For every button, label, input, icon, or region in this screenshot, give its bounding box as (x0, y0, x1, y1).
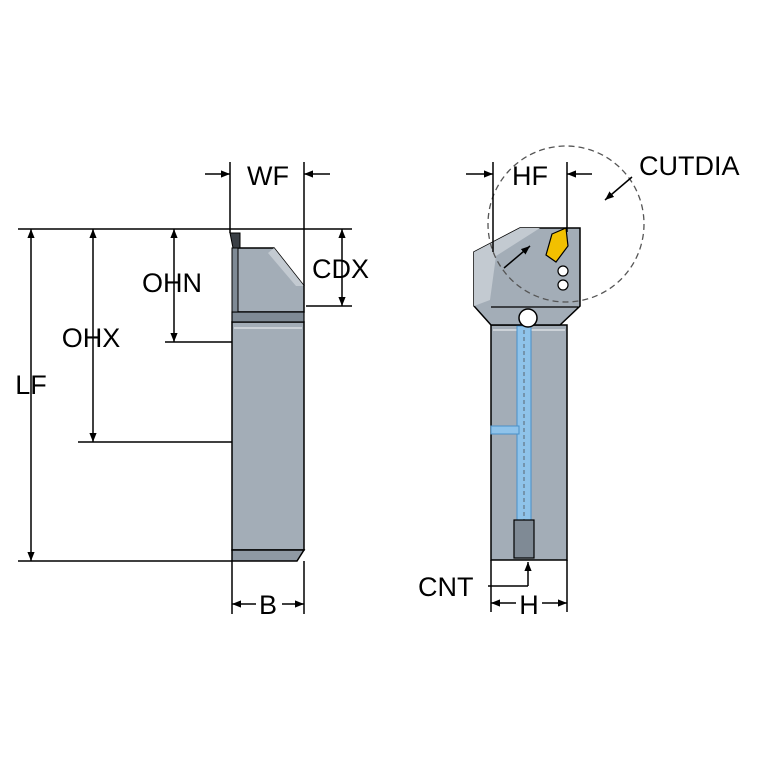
side-shank (231, 321, 305, 551)
front-view: CUTDIA HF H CNT (418, 145, 740, 620)
hf-label: HF (512, 161, 548, 191)
side-head-chamfer (268, 248, 304, 286)
insert-hole-upper (557, 265, 569, 277)
side-shank-bevel (231, 549, 306, 562)
side-view: WF CDX OHN OHX LF B (15, 161, 369, 620)
coolant-plug (513, 519, 535, 559)
side-head-groove (231, 311, 305, 323)
coolant-branch (490, 425, 520, 435)
insert-hole-lower (557, 279, 569, 291)
side-blade-edge (231, 247, 239, 313)
cnt-label: CNT (418, 572, 474, 602)
cutdia-label: CUTDIA (639, 151, 740, 181)
h-label: H (519, 590, 539, 620)
cutdia-leader-arrow (604, 176, 633, 201)
cutting-insert-icon (545, 227, 569, 263)
lf-label: LF (15, 370, 47, 400)
b-label-background (256, 592, 282, 618)
clamp-screw (518, 308, 538, 328)
cutdia-circle (487, 145, 645, 303)
ohn-label: OHN (142, 268, 202, 298)
h-label-background (516, 591, 542, 617)
cdx-label: CDX (312, 254, 369, 284)
ohx-label: OHX (62, 323, 121, 353)
side-insert-tip (229, 232, 241, 249)
b-label: B (259, 590, 277, 620)
cutdia-inner-arrow (503, 245, 531, 269)
front-head-face (474, 228, 540, 306)
wf-label: WF (247, 161, 289, 191)
